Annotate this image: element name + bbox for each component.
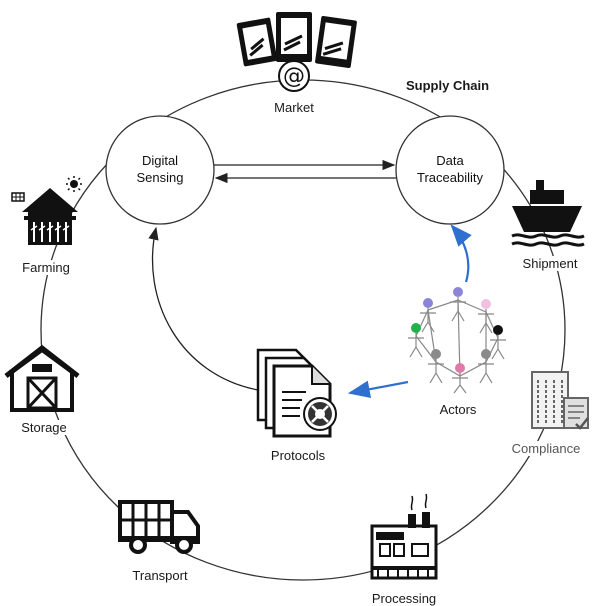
actor-light-pink	[478, 299, 494, 334]
supply-chain-title: Supply Chain	[404, 78, 492, 93]
truck-icon	[118, 500, 200, 554]
actor-gray-right	[478, 349, 494, 384]
transport-label: Transport	[130, 568, 190, 583]
data-traceability-label: Data Traceability	[395, 152, 505, 186]
people-network-icon	[408, 287, 506, 394]
office-building-icon	[531, 371, 589, 430]
actors-label: Actors	[437, 402, 479, 417]
actors-to-protocols-arrow	[347, 380, 409, 398]
actor-black	[490, 325, 506, 360]
barn-icon	[4, 344, 80, 412]
ship-icon	[511, 180, 585, 247]
actor-purple-top	[450, 287, 466, 322]
factory-icon	[370, 493, 438, 580]
compliance-label: Compliance	[509, 441, 583, 456]
market-label: Market	[272, 100, 316, 115]
actor-purple	[420, 298, 436, 333]
protocols-label: Protocols	[268, 448, 328, 463]
shipment-label: Shipment	[520, 256, 580, 271]
protocols-to-sensing-arrow	[148, 226, 259, 391]
processing-label: Processing	[369, 591, 439, 606]
data-traceability-line-2: Traceability	[417, 170, 483, 185]
digital-sensing-label: Digital Sensing	[105, 152, 215, 186]
actor-green	[408, 323, 424, 358]
farm-house-icon	[11, 176, 82, 245]
storage-label: Storage	[19, 420, 69, 435]
actors-to-traceability-arrow	[450, 224, 472, 283]
data-traceability-node	[395, 115, 505, 225]
market-bags-icon: @	[236, 12, 357, 92]
svg-text:@: @	[283, 64, 305, 89]
digital-sensing-node	[105, 115, 215, 225]
digital-sensing-line-1: Digital	[141, 153, 179, 168]
digital-sensing-line-2: Sensing	[136, 170, 184, 185]
farming-label: Farming	[20, 260, 72, 275]
actor-pink	[452, 363, 468, 394]
documents-icon	[256, 348, 337, 438]
data-traceability-line-1: Data	[436, 153, 464, 168]
actor-gray-left	[428, 349, 444, 384]
